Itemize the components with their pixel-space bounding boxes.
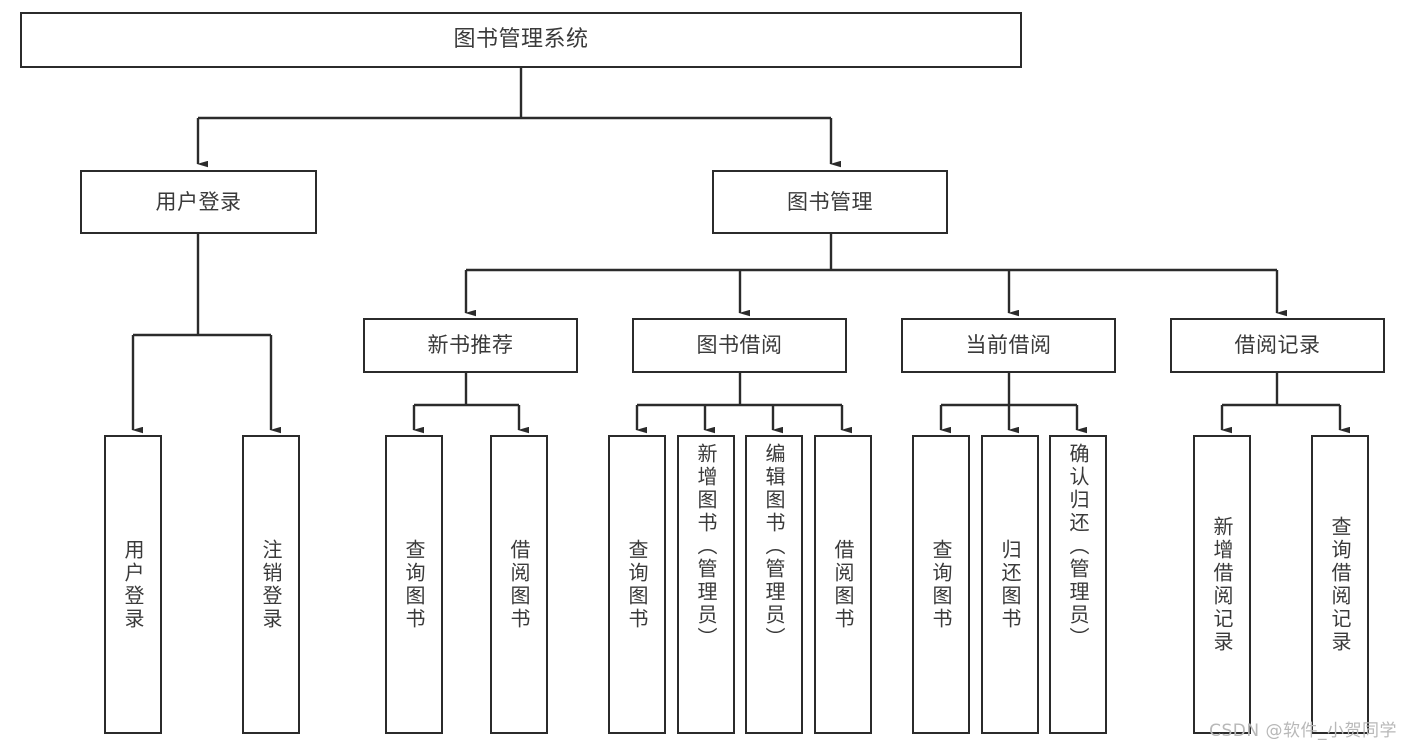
node-leaf-query-book-2-label: 查询图书 <box>625 538 649 631</box>
node-leaf-return-book-label: 归还图书 <box>998 538 1022 631</box>
node-book-borrow-label: 图书借阅 <box>696 333 783 358</box>
node-leaf-user-logout-label: 注销登录 <box>259 538 283 631</box>
node-book-manage-label: 图书管理 <box>787 189 873 214</box>
node-leaf-edit-book-label: 编辑图书（管理员） <box>762 443 786 650</box>
node-leaf-return-book[interactable]: 归还图书 <box>981 435 1039 734</box>
node-new-book-recommend[interactable]: 新书推荐 <box>363 318 578 373</box>
node-leaf-add-record[interactable]: 新增借阅记录 <box>1193 435 1251 734</box>
node-root[interactable]: 图书管理系统 <box>20 12 1022 68</box>
node-leaf-user-login[interactable]: 用户登录 <box>104 435 162 734</box>
csdn-watermark: CSDN @软件_小贺同学 <box>1209 721 1397 741</box>
node-book-manage[interactable]: 图书管理 <box>712 170 948 234</box>
node-user-login-label: 用户登录 <box>155 189 242 214</box>
node-leaf-add-book-label: 新增图书（管理员） <box>694 443 718 650</box>
node-leaf-borrow-book-2-label: 借阅图书 <box>831 538 855 631</box>
node-leaf-borrow-book-1[interactable]: 借阅图书 <box>490 435 548 734</box>
node-leaf-query-record-label: 查询借阅记录 <box>1328 515 1352 654</box>
node-leaf-query-record[interactable]: 查询借阅记录 <box>1311 435 1369 734</box>
node-leaf-user-login-label: 用户登录 <box>121 538 145 631</box>
node-borrow-record[interactable]: 借阅记录 <box>1170 318 1385 373</box>
node-leaf-borrow-book-1-label: 借阅图书 <box>507 538 531 631</box>
node-root-label: 图书管理系统 <box>453 27 589 53</box>
node-current-borrow-label: 当前借阅 <box>965 333 1052 358</box>
node-leaf-add-book[interactable]: 新增图书（管理员） <box>677 435 735 734</box>
node-leaf-query-book-2[interactable]: 查询图书 <box>608 435 666 734</box>
node-book-borrow[interactable]: 图书借阅 <box>632 318 847 373</box>
node-borrow-record-label: 借阅记录 <box>1234 333 1321 358</box>
node-leaf-query-book-1[interactable]: 查询图书 <box>385 435 443 734</box>
node-leaf-add-record-label: 新增借阅记录 <box>1210 515 1234 654</box>
node-leaf-query-book-1-label: 查询图书 <box>402 538 426 631</box>
node-leaf-query-book-3[interactable]: 查询图书 <box>912 435 970 734</box>
node-leaf-confirm-return[interactable]: 确认归还（管理员） <box>1049 435 1107 734</box>
node-leaf-query-book-3-label: 查询图书 <box>929 538 953 631</box>
node-current-borrow[interactable]: 当前借阅 <box>901 318 1116 373</box>
node-leaf-user-logout[interactable]: 注销登录 <box>242 435 300 734</box>
node-user-login[interactable]: 用户登录 <box>80 170 317 234</box>
node-leaf-confirm-return-label: 确认归还（管理员） <box>1066 443 1090 650</box>
node-leaf-edit-book[interactable]: 编辑图书（管理员） <box>745 435 803 734</box>
node-new-book-recommend-label: 新书推荐 <box>427 333 514 358</box>
node-leaf-borrow-book-2[interactable]: 借阅图书 <box>814 435 872 734</box>
